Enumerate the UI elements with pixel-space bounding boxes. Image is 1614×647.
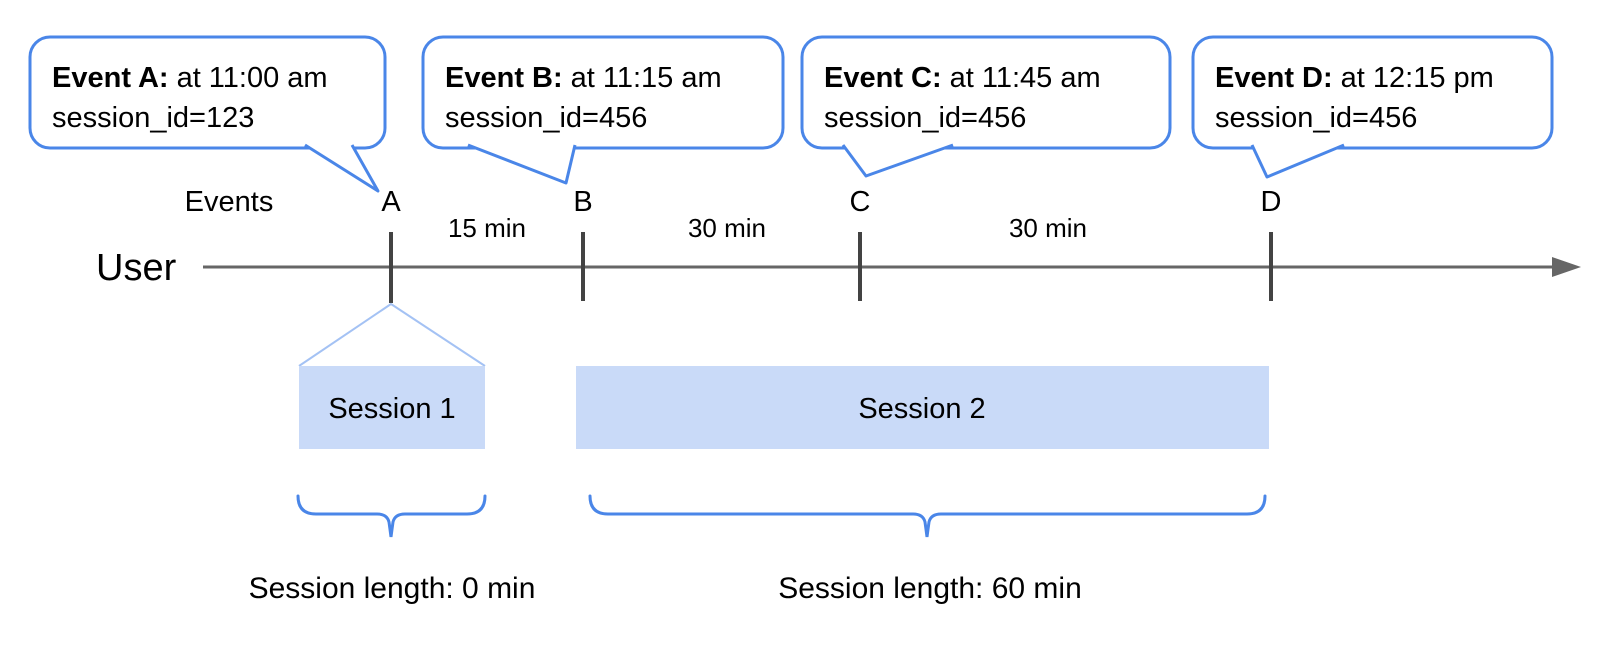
event-callout-d: Event D:at 12:15 pm session_id=456 (1191, 35, 1554, 179)
user-row-label: User (96, 247, 177, 289)
callout-text-line1: Event D:at 12:15 pm (1215, 62, 1494, 94)
callout-event-title: Event B: (445, 62, 563, 94)
callout-session-id: session_id=456 (824, 102, 1026, 134)
callout-text-line1: Event B:at 11:15 am (445, 62, 722, 94)
callout-event-title: Event C: (824, 62, 942, 94)
session1-funnel-lines (298, 302, 486, 367)
timeline-arrowhead-icon (1552, 257, 1581, 277)
callout-event-title: Event D: (1215, 62, 1333, 94)
callout-event-time: at 11:15 am (571, 62, 722, 94)
session-2: Session 2 Session length: 60 min (576, 366, 1269, 605)
session-box (576, 366, 1269, 449)
callout-tail-icon (1250, 143, 1345, 179)
session-box (299, 366, 485, 449)
callout-session-id: session_id=456 (1215, 102, 1417, 134)
event-letter-d: D (1261, 186, 1282, 218)
callout-bubble (1191, 35, 1554, 150)
session-label: Session 2 (858, 393, 985, 425)
callout-session-id: session_id=123 (52, 102, 254, 134)
callout-tail-icon (304, 143, 380, 193)
interval-label-bc: 30 min (688, 213, 766, 243)
session-length-brace (296, 494, 487, 538)
event-callout-a: Event A:at 11:00 am session_id=123 (28, 35, 387, 193)
interval-label-cd: 30 min (1009, 213, 1087, 243)
callout-event-time: at 12:15 pm (1341, 62, 1494, 94)
event-letter-b: B (573, 186, 592, 218)
session-1: Session 1 Session length: 0 min (249, 366, 536, 605)
session-label: Session 1 (328, 393, 455, 425)
session-length-label: Session length: 60 min (778, 572, 1082, 605)
callout-tail-icon (467, 143, 577, 185)
callout-bubble (800, 35, 1172, 150)
event-callout-c: Event C:at 11:45 am session_id=456 (800, 35, 1172, 178)
event-letter-c: C (850, 186, 871, 218)
callout-session-id: session_id=456 (445, 102, 647, 134)
event-callout-b: Event B:at 11:15 am session_id=456 (421, 35, 785, 185)
session-length-label: Session length: 0 min (249, 572, 536, 605)
interval-label-ab: 15 min (448, 213, 526, 243)
callout-event-title: Event A: (52, 62, 169, 94)
event-letter-a: A (381, 186, 401, 218)
session-length-brace (588, 494, 1267, 538)
callout-event-time: at 11:00 am (177, 62, 328, 94)
events-row-label: Events (185, 186, 274, 218)
callout-text-line1: Event A:at 11:00 am (52, 62, 328, 94)
callout-bubble (28, 35, 387, 150)
callout-text-line1: Event C:at 11:45 am (824, 62, 1101, 94)
callout-bubble (421, 35, 785, 150)
callout-event-time: at 11:45 am (950, 62, 1101, 94)
callout-tail-icon (841, 143, 954, 178)
